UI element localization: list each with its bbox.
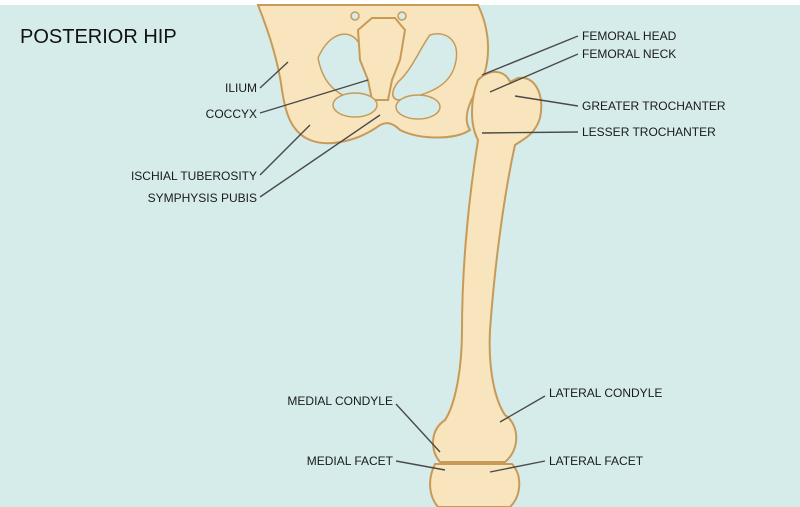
label-coccyx: COCCYX xyxy=(206,107,257,121)
label-lesser-trochanter: LESSER TROCHANTER xyxy=(582,125,716,139)
label-medial-facet: MEDIAL FACET xyxy=(307,454,394,468)
label-ischial-tuberosity: ISCHIAL TUBEROSITY xyxy=(131,169,257,183)
label-greater-trochanter: GREATER TROCHANTER xyxy=(582,99,726,113)
label-symphysis-pubis: SYMPHYSIS PUBIS xyxy=(148,191,257,205)
label-lateral-condyle: LATERAL CONDYLE xyxy=(549,386,662,400)
label-ilium: ILIUM xyxy=(225,81,257,95)
leader-lines xyxy=(259,35,579,473)
pelvis xyxy=(256,4,489,145)
label-medial-condyle: MEDIAL CONDYLE xyxy=(287,394,393,408)
label-femoral-neck: FEMORAL NECK xyxy=(582,47,676,61)
label-lateral-facet: LATERAL FACET xyxy=(549,454,644,468)
label-femoral-head: FEMORAL HEAD xyxy=(582,29,677,43)
diagram-title: POSTERIOR HIP xyxy=(20,26,177,48)
femur xyxy=(429,71,543,507)
